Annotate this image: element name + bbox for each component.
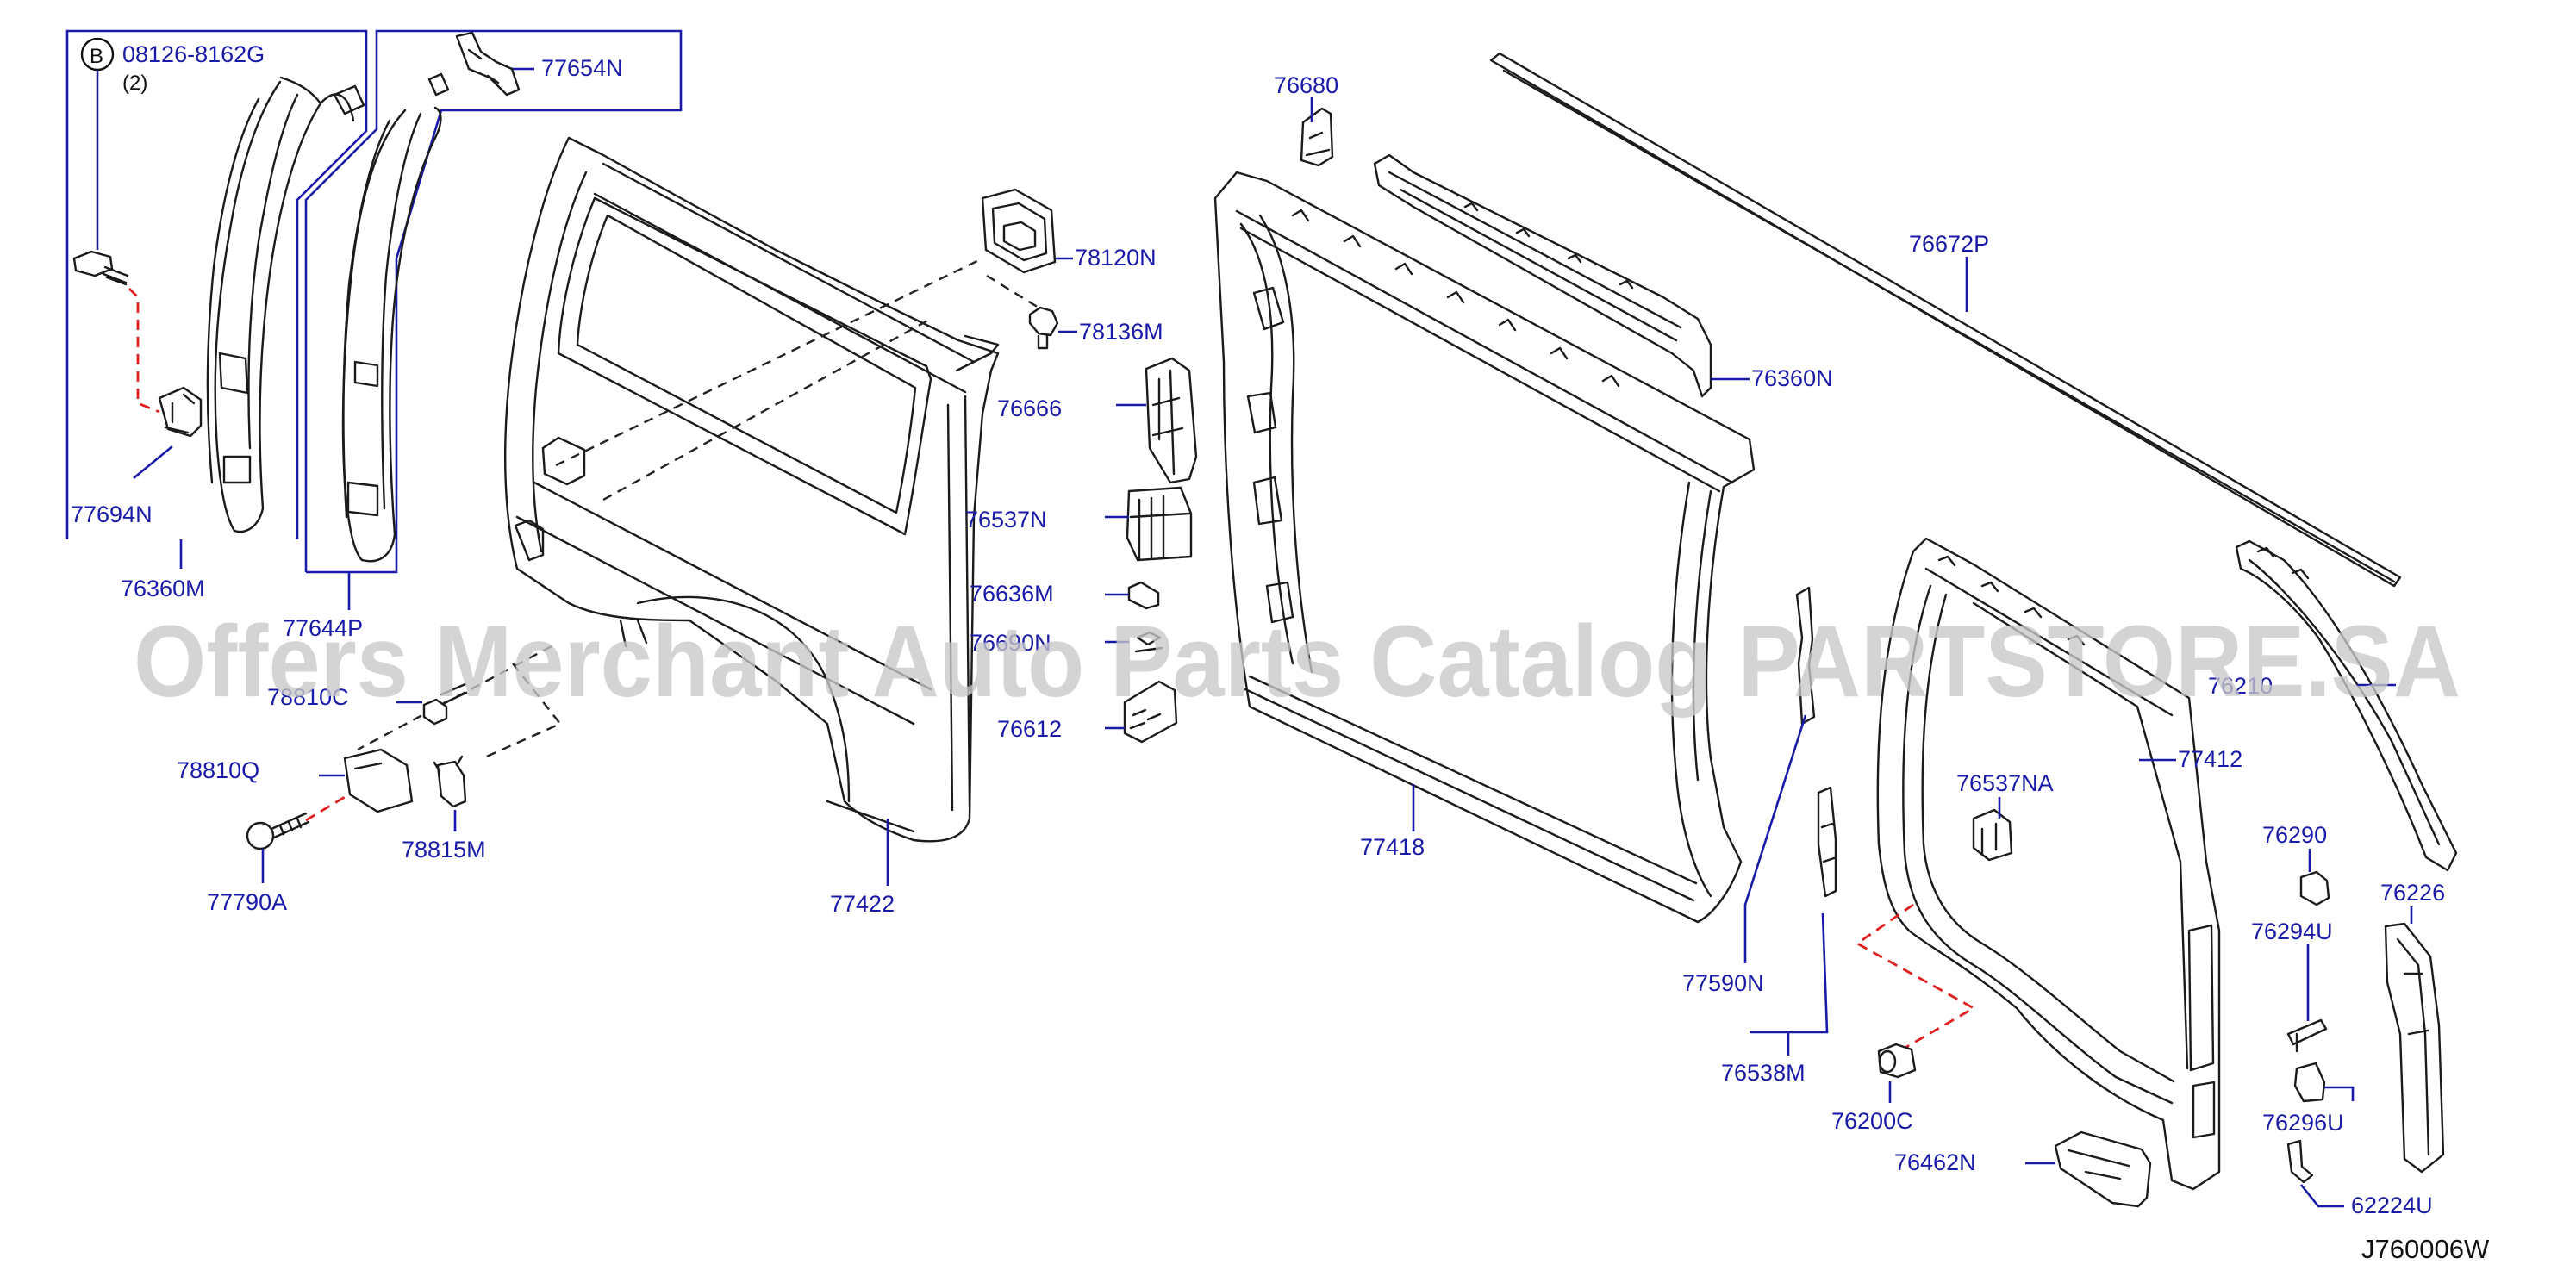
pillar-part-76360M (206, 76, 365, 533)
label-78136M[interactable]: 78136M (1079, 319, 1163, 345)
align-line-panel (602, 317, 932, 501)
label-76537NA[interactable]: 76537NA (1956, 770, 2054, 796)
brace-77590N (1795, 586, 1816, 726)
label-76294U[interactable]: 76294U (2251, 919, 2333, 944)
clip-78815M (433, 755, 467, 808)
label-77694N[interactable]: 77694N (71, 501, 153, 527)
side-frame-77418 (1213, 171, 1756, 924)
label-08126-8162G[interactable]: 08126-8162G (122, 41, 265, 67)
label-78120N[interactable]: 78120N (1075, 245, 1157, 271)
bracket-76680 (1300, 107, 1334, 167)
screw-78810C (422, 682, 468, 726)
label-78810Q[interactable]: 78810Q (177, 757, 259, 783)
leader-62224U (2299, 1184, 2344, 1208)
label-76360N[interactable]: 76360N (1751, 365, 1833, 391)
clip-76290 (2299, 870, 2330, 906)
bolt-marker-letter: B (90, 45, 103, 68)
fuel-filler-78120N (981, 188, 1057, 274)
label-76462N[interactable]: 76462N (1894, 1149, 1976, 1175)
screw-fit-line (305, 795, 346, 822)
bracket-76666 (1145, 357, 1198, 484)
side-panel-77422 (503, 136, 1000, 843)
clip-76636M (1127, 581, 1160, 610)
watermark-text: Offers Merchant Auto Parts Catalog PARTS… (134, 605, 2461, 719)
label-76200C[interactable]: 76200C (1831, 1108, 1913, 1134)
label-76360M[interactable]: 76360M (121, 576, 205, 601)
bolt-bracket-group: B 08126-8162G (2) 77694N 76360M (65, 29, 368, 601)
reinforcement-76537NA (1972, 808, 2013, 862)
label-76226[interactable]: 76226 (2380, 880, 2445, 906)
bracket-76538M (1817, 786, 1837, 898)
screw-77790A (246, 812, 310, 850)
bolt-fit-line (128, 288, 160, 414)
label-78815M[interactable]: 78815M (402, 837, 486, 863)
group-box-76360M (65, 29, 368, 539)
label-76296U[interactable]: 76296U (2262, 1110, 2344, 1136)
bracket-76612 (1123, 680, 1178, 744)
leader-77590N (1743, 714, 1807, 963)
roof-rail-76360N (1373, 153, 1712, 398)
label-76666[interactable]: 76666 (997, 395, 1062, 421)
reinforcement-76537N (1126, 486, 1193, 562)
align-line-fuel-lid (357, 645, 562, 760)
roof-molding-76672P (1489, 52, 2402, 588)
leader-76296U (2324, 1086, 2355, 1101)
rubber-fit-line (1855, 903, 1976, 1057)
clip-part-77654N (455, 31, 521, 97)
label-76636M[interactable]: 76636M (970, 581, 1054, 607)
label-76537N[interactable]: 76537N (965, 507, 1047, 533)
diagram-id: J760006W (2361, 1234, 2490, 1264)
leader-76538M-a (1750, 912, 1829, 1034)
pillar-76210 (2235, 539, 2458, 872)
label-76672P[interactable]: 76672P (1909, 231, 1989, 257)
label-77590N[interactable]: 77590N (1682, 970, 1764, 996)
label-77412[interactable]: 77412 (2178, 746, 2242, 772)
label-76210[interactable]: 76210 (2208, 673, 2273, 699)
fuel-lid-78810Q (343, 748, 414, 813)
pillar-part-77644P (341, 72, 450, 563)
label-78810C[interactable]: 78810C (267, 684, 349, 710)
clip-76690N (1134, 631, 1163, 653)
rubber-76200C (1877, 1043, 1917, 1079)
label-77644P[interactable]: 77644P (283, 615, 363, 641)
leader-77694N (133, 445, 173, 480)
label-76680[interactable]: 76680 (1274, 72, 1338, 98)
bolt-quantity: (2) (122, 72, 147, 95)
door-frame-77412 (1876, 537, 2221, 1191)
label-62224U[interactable]: 62224U (2351, 1193, 2433, 1218)
group-box-77644P (304, 29, 683, 574)
label-76538M[interactable]: 76538M (1721, 1060, 1806, 1086)
label-76290[interactable]: 76290 (2262, 822, 2327, 848)
align-line-78120N (555, 257, 983, 467)
bolt-part (72, 250, 129, 286)
label-76690N[interactable]: 76690N (970, 630, 1051, 656)
label-77422[interactable]: 77422 (830, 891, 895, 917)
label-76612[interactable]: 76612 (997, 716, 1062, 742)
align-line-78136M (986, 274, 1044, 312)
label-77654N[interactable]: 77654N (541, 55, 623, 81)
extension-76462N (2054, 1130, 2152, 1208)
pillar-group-77644P: 77644P 77654N (283, 29, 683, 641)
label-77418[interactable]: 77418 (1360, 834, 1425, 860)
bracket-62224U (2286, 1139, 2314, 1184)
label-77790A[interactable]: 77790A (207, 889, 287, 915)
bracket-76296U (2293, 1062, 2326, 1103)
bracket-part-77694N (158, 386, 203, 438)
pillar-76226 (2384, 922, 2445, 1174)
grommet-78136M (1028, 306, 1059, 350)
bracket-76294U (2286, 1018, 2328, 1053)
